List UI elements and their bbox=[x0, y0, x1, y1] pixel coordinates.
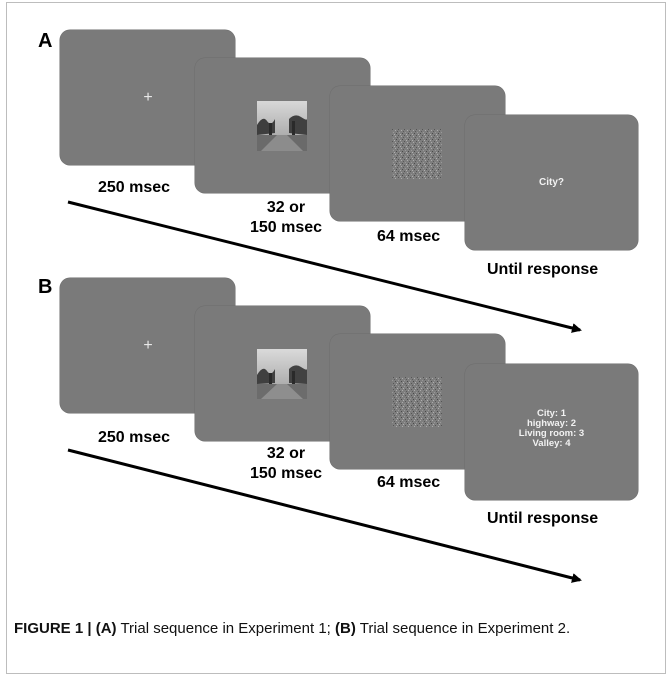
scene-image-b bbox=[257, 349, 307, 399]
fixation-cross-a: + bbox=[143, 89, 153, 106]
caption-part-a-label: (A) bbox=[95, 620, 117, 637]
panel-label-a: A bbox=[38, 30, 53, 52]
response-question-a: City? bbox=[539, 177, 564, 188]
response-option: Valley: 4 bbox=[532, 438, 571, 449]
timing-scene-b-line2: 150 msec bbox=[249, 465, 323, 482]
road-scene-icon bbox=[257, 349, 307, 399]
timing-scene-a-line1: 32 or bbox=[266, 199, 306, 216]
figure-caption: FIGURE 1 | (A) Trial sequence in Experim… bbox=[14, 618, 654, 639]
response-option: City: 1 bbox=[536, 408, 567, 419]
response-option: highway: 2 bbox=[526, 418, 577, 429]
timing-fixation-b: 250 msec bbox=[98, 429, 171, 446]
timing-scene-b: 32 or 150 msec bbox=[238, 444, 334, 484]
timing-scene-a: 32 or 150 msec bbox=[238, 198, 334, 238]
time-arrow-b bbox=[67, 448, 582, 583]
timing-scene-a-line2: 150 msec bbox=[249, 219, 323, 236]
noise-mask-icon bbox=[392, 129, 442, 179]
timing-mask-a: 64 msec bbox=[377, 228, 441, 245]
caption-part-b-text: Trial sequence in Experiment 2. bbox=[355, 620, 571, 637]
response-screen-b: City: 1 highway: 2 Living room: 3 Valley… bbox=[465, 364, 638, 500]
noise-mask-a bbox=[392, 129, 442, 179]
timing-mask-b: 64 msec bbox=[377, 474, 441, 491]
caption-figure-label: FIGURE 1 | bbox=[14, 620, 92, 637]
caption-part-b-label: (B) bbox=[335, 620, 356, 637]
response-options-b: City: 1 highway: 2 Living room: 3 Valley… bbox=[465, 409, 638, 449]
panel-label-b: B bbox=[38, 276, 53, 298]
scene-screen-b bbox=[195, 306, 370, 441]
fixation-cross-b: + bbox=[143, 337, 153, 354]
timing-response-b: Until response bbox=[487, 510, 599, 527]
noise-mask-b bbox=[392, 377, 442, 427]
response-screen-a: City? bbox=[465, 115, 638, 250]
scene-image-a bbox=[257, 101, 307, 151]
road-scene-icon bbox=[257, 101, 307, 151]
timing-response-a: Until response bbox=[487, 261, 599, 278]
timing-fixation-a: 250 msec bbox=[98, 179, 171, 196]
time-arrow-a bbox=[67, 200, 582, 333]
caption-part-a-text: Trial sequence in Experiment 1; bbox=[116, 620, 335, 637]
noise-mask-icon bbox=[392, 377, 442, 427]
timing-scene-b-line1: 32 or bbox=[266, 445, 306, 462]
response-option: Living room: 3 bbox=[518, 428, 585, 439]
